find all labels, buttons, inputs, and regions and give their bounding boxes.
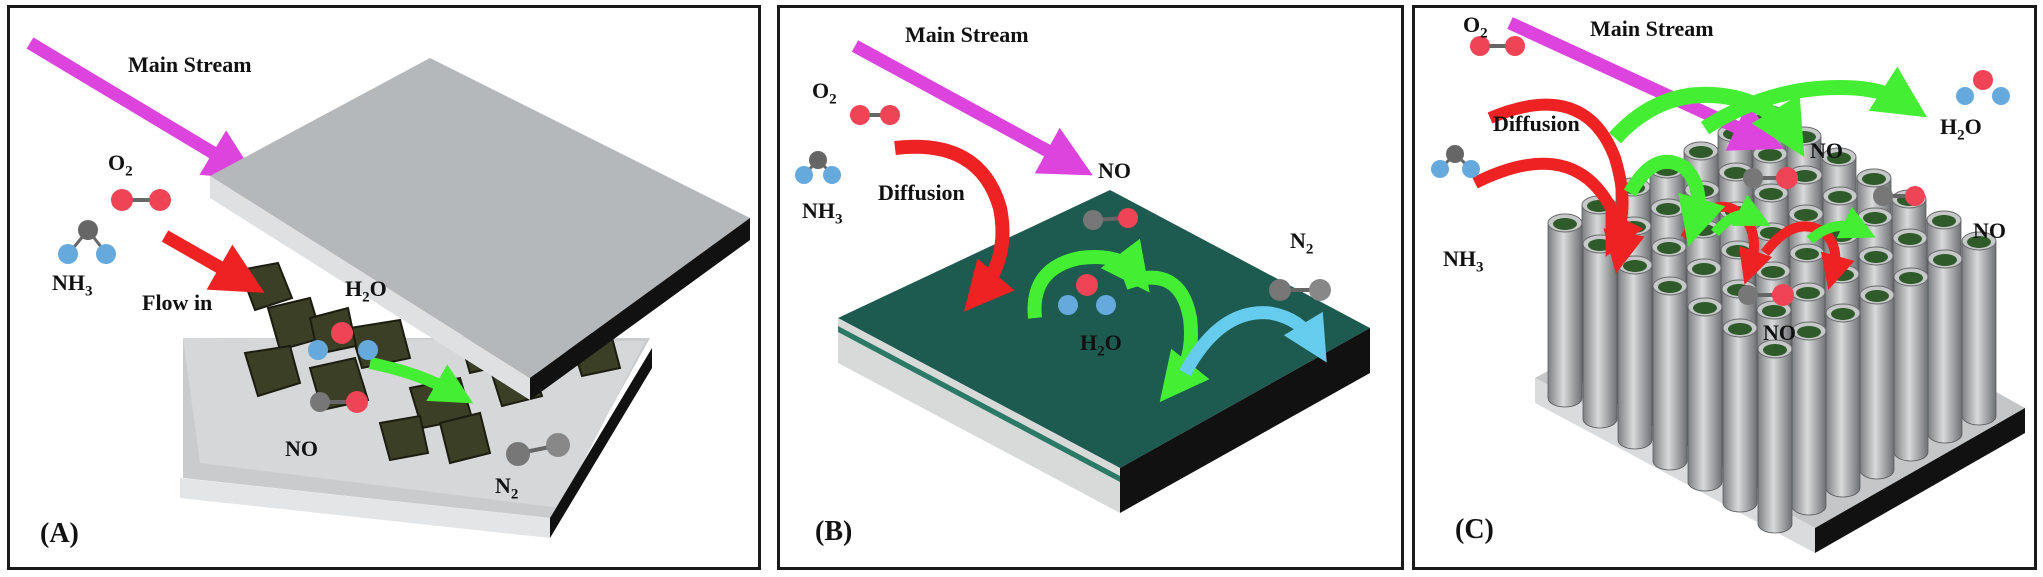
reaction-arrow-1: [1027, 238, 1150, 319]
o2-molecule: [111, 189, 171, 211]
channel-tube: [1791, 321, 1827, 516]
channel-tube: [1617, 255, 1653, 450]
o2-molecule: [850, 105, 900, 125]
main-stream-label: Main Stream: [1590, 16, 1714, 41]
no-label: NO: [1098, 158, 1131, 183]
no-molecule-top: [1743, 167, 1798, 189]
channel-tube: [1652, 276, 1688, 471]
channel-tube: [1547, 213, 1583, 408]
nh3-label: NH3: [52, 270, 93, 300]
h2o-molecule: [1058, 274, 1116, 315]
main-stream-label: Main Stream: [128, 52, 252, 77]
channel-tube: [1961, 231, 1997, 426]
no-molecule-center: [1738, 284, 1794, 306]
panel-b-illustration: [795, 40, 1370, 513]
panel-a: Main Stream O2 NH3 Flow in H2O NO N2 (A): [7, 5, 761, 570]
channel-tube: [1927, 249, 1963, 444]
channel-tube: [1722, 318, 1758, 513]
o2-label: O2: [812, 78, 837, 108]
panel-label-c: (C): [1455, 514, 1494, 545]
o2-label: O2: [1463, 12, 1488, 42]
flow-in-arrow: [161, 230, 265, 293]
n2-label: N2: [1290, 228, 1314, 258]
no-label-right: NO: [1973, 218, 2006, 243]
reaction-arrow-4: [1711, 194, 1771, 237]
no-label: NO: [285, 436, 318, 461]
product-arrow: [1179, 306, 1327, 377]
diffusion-arrow-1: [1487, 98, 1644, 257]
nh3-label: NH3: [802, 198, 843, 228]
panel-b: Main Stream O2 NH3 Diffusion NO N2 H2O (…: [777, 5, 1404, 570]
nh3-molecule: [1431, 145, 1480, 178]
n2-label: N2: [495, 473, 519, 503]
h2o-molecule: [1956, 70, 2010, 105]
panel-label-a: (A): [40, 518, 79, 549]
o2-label: O2: [108, 150, 133, 180]
no-molecule-right: [1873, 186, 1925, 206]
top-plate: [210, 58, 750, 400]
h2o-label: H2O: [345, 276, 387, 306]
no-molecule: [1083, 208, 1138, 230]
channel-tube: [1825, 303, 1861, 498]
main-stream-arrow: [26, 37, 258, 180]
no-label-top: NO: [1810, 138, 1843, 163]
o2-molecule: [1470, 36, 1525, 56]
nh3-molecule: [795, 151, 841, 184]
diffusion-label: Diffusion: [1493, 111, 1580, 136]
main-stream-arrow: [851, 40, 1093, 176]
reaction-arrow: [368, 357, 474, 404]
reaction-arrow-1: [1609, 86, 1805, 158]
panel-label-b: (B): [815, 516, 853, 547]
reaction-arrow-3: [1623, 154, 1726, 247]
channel-tube: [1893, 267, 1929, 462]
channel-tube: [1582, 234, 1618, 429]
channel-tube: [1859, 285, 1895, 480]
channel-tube: [1757, 339, 1793, 534]
h2o-molecule: [308, 322, 378, 360]
nh3-molecule: [58, 220, 116, 264]
diffusion-arrow: [894, 139, 1015, 312]
flow-in-label: Flow in: [142, 290, 213, 315]
panel-c: O2 Main Stream Diffusion NH3 NO H2O NO N…: [1412, 5, 2037, 570]
diffusion-label: Diffusion: [878, 180, 965, 205]
n2-molecule: [506, 433, 570, 466]
panel-a-illustration: [26, 37, 750, 538]
reaction-arrow-5: [1806, 206, 1876, 244]
no-label-center: NO: [1763, 320, 1796, 345]
reaction-arrow-2: [1700, 66, 1928, 135]
panel-c-illustration: [1431, 17, 2025, 553]
h2o-label: H2O: [1080, 330, 1122, 360]
diffusion-arrow-2: [1472, 157, 1645, 274]
h2o-label: H2O: [1940, 114, 1982, 144]
nh3-label: NH3: [1443, 246, 1484, 276]
n2-molecule: [1269, 279, 1331, 301]
no-molecule: [310, 391, 368, 413]
channel-tube: [1687, 297, 1723, 492]
main-stream-label: Main Stream: [905, 22, 1029, 47]
